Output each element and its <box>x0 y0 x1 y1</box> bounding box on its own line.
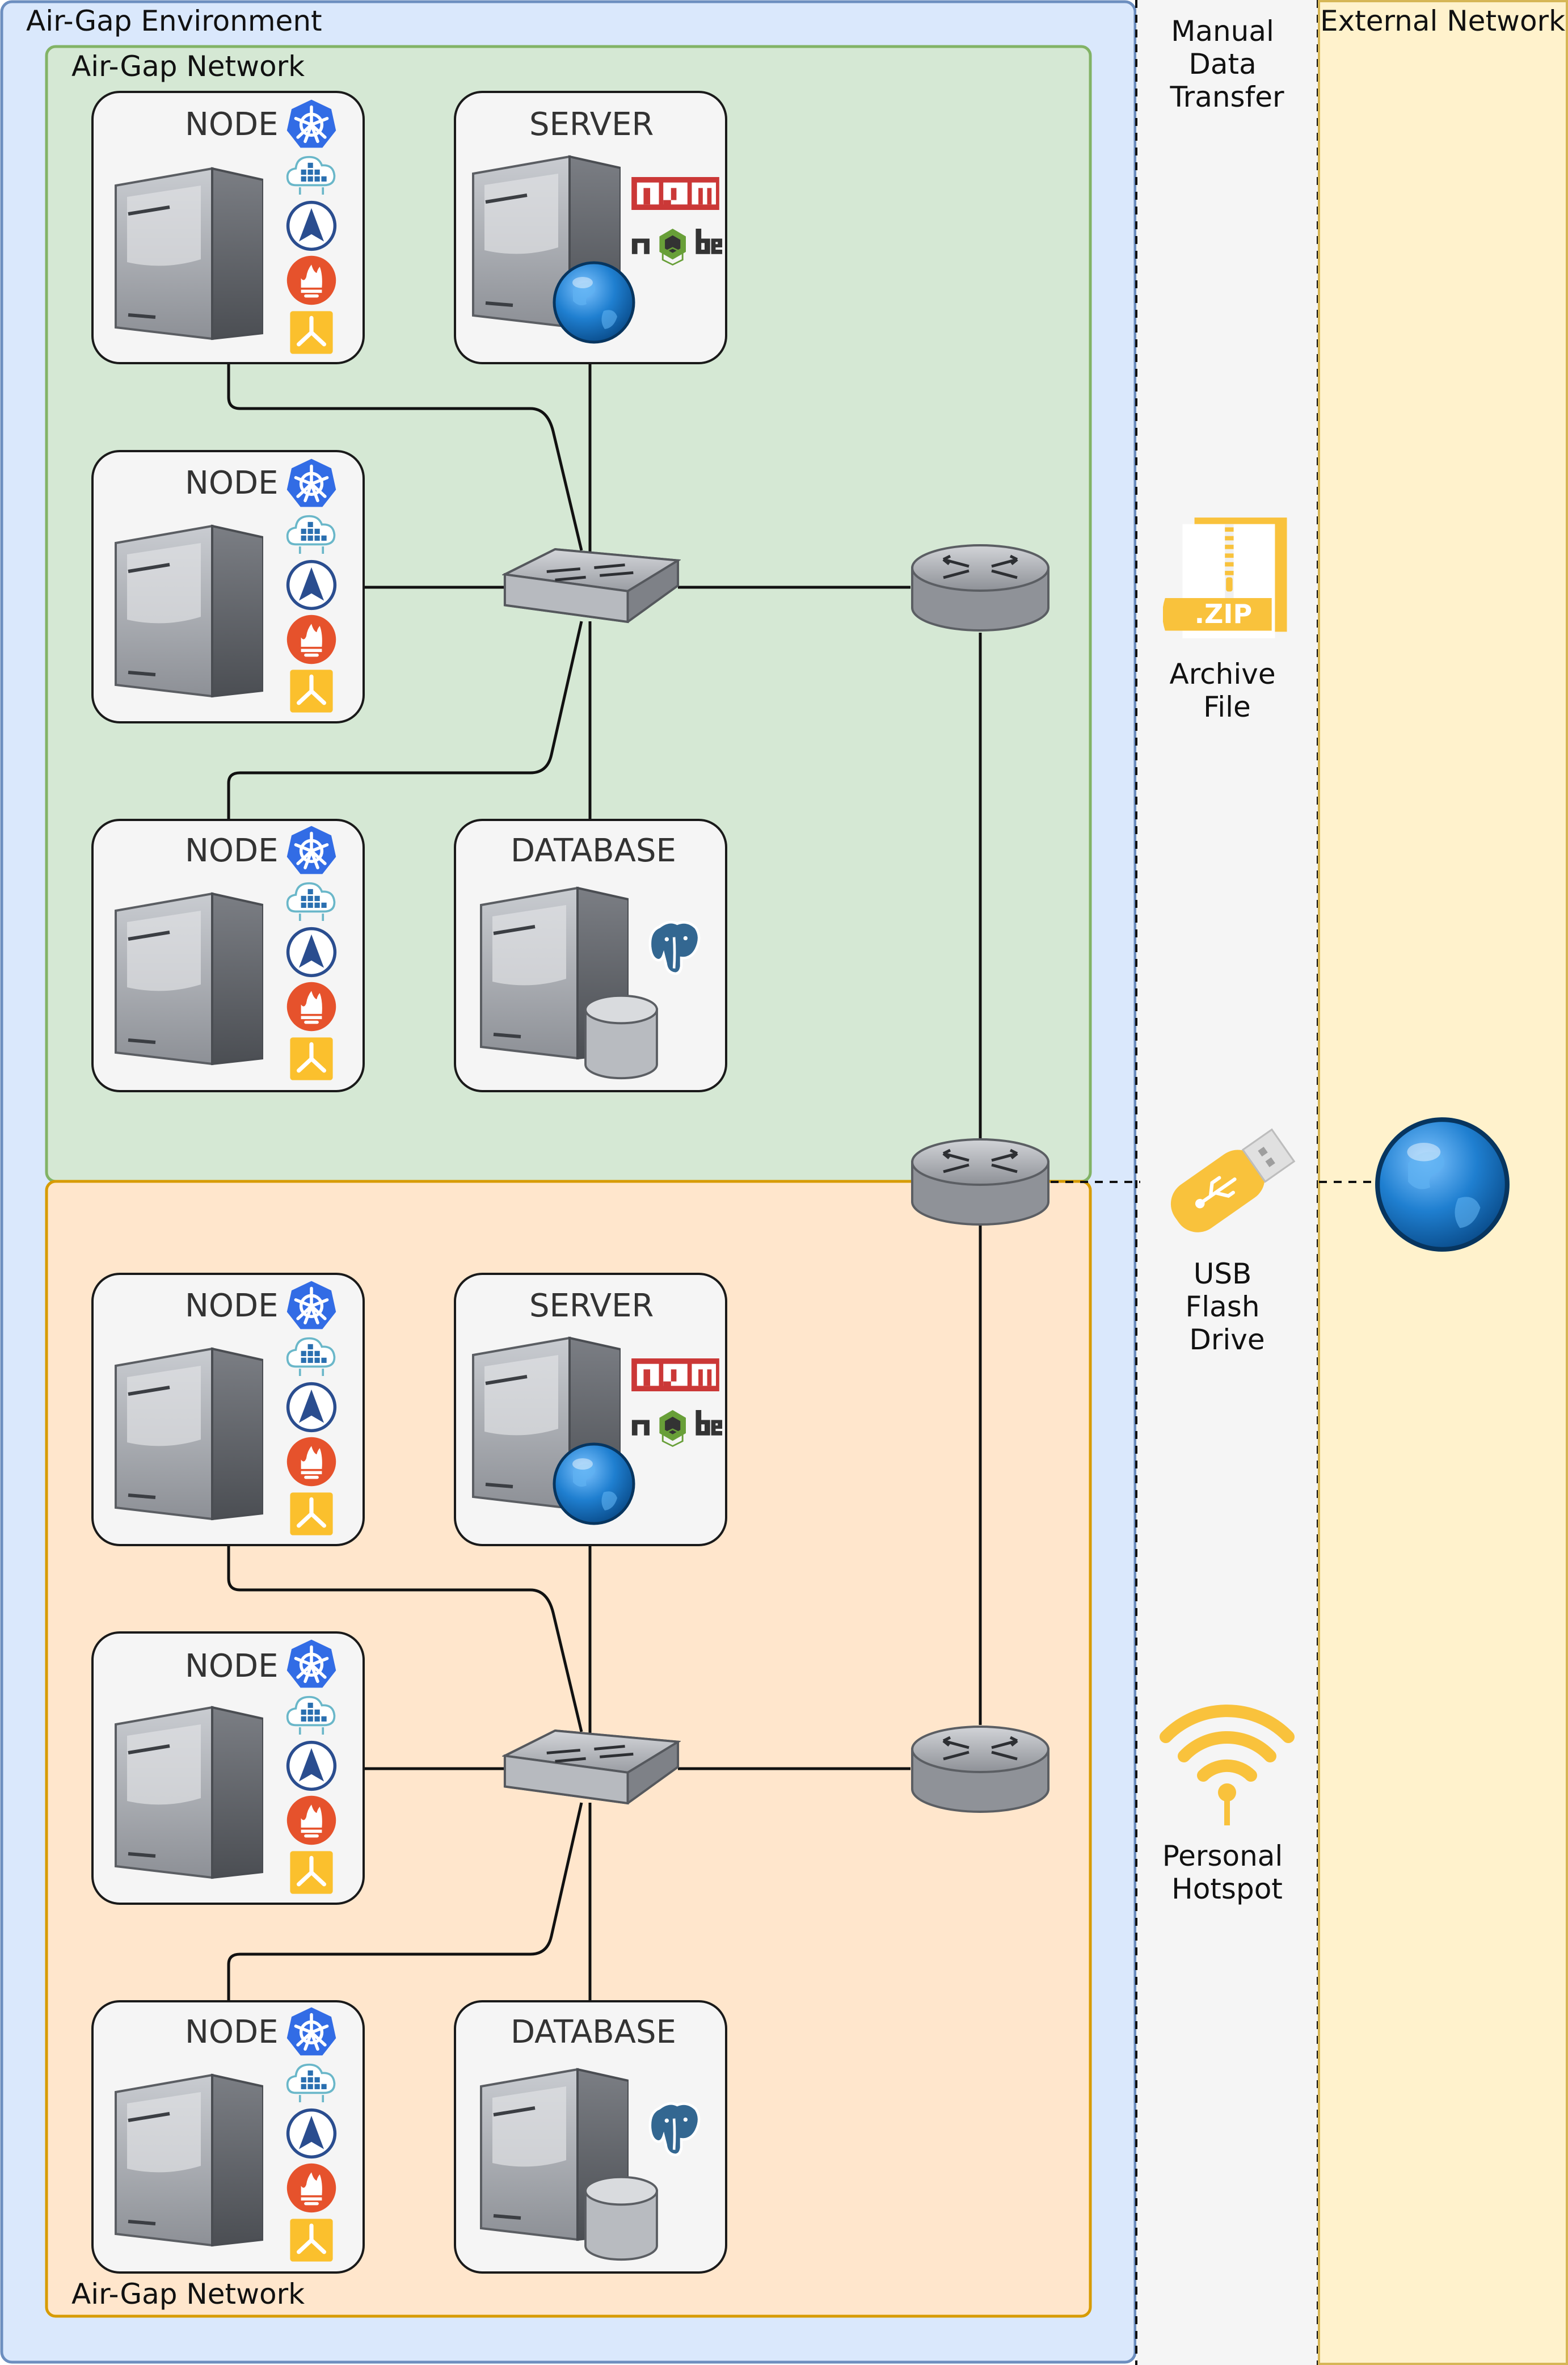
globe-icon <box>554 1444 634 1524</box>
server-title: SERVER <box>529 106 654 143</box>
gateway-router-icon[interactable] <box>912 1139 1048 1224</box>
manual-transfer-label: Manual Data Transfer <box>1169 15 1284 113</box>
bottom-network-label: Air-Gap Network <box>71 2278 305 2311</box>
node-box: NODE <box>91 819 365 1092</box>
server-tower-icon <box>116 1707 263 1878</box>
server-box: SERVER <box>454 91 727 364</box>
argo-icon <box>288 929 335 976</box>
hotspot-line-1: Personal <box>1162 1840 1283 1872</box>
npm-icon <box>631 1358 719 1391</box>
archive-line-1: Archive <box>1170 658 1276 691</box>
usb-line-3: Drive <box>1189 1323 1264 1356</box>
prometheus-icon <box>286 255 336 305</box>
node-box: NODE <box>91 2000 365 2274</box>
argo-icon <box>288 1384 335 1431</box>
router-icon[interactable] <box>912 545 1048 630</box>
bottom-network-links <box>227 1220 982 2001</box>
manual-transfer-line-3: Transfer <box>1169 81 1284 113</box>
top-network-links <box>227 363 982 1141</box>
archive-file-label: Archive File <box>1170 658 1285 723</box>
personal-hotspot-label: Personal Hotspot <box>1162 1840 1292 1905</box>
argo-icon <box>288 203 335 250</box>
node-title: NODE <box>185 1648 278 1685</box>
prometheus-icon <box>286 1795 336 1845</box>
server-tower-icon <box>116 894 263 1064</box>
server-tower-icon <box>116 526 263 696</box>
node-box: NODE <box>91 450 365 723</box>
database-title: DATABASE <box>511 2014 676 2051</box>
database-box: DATABASE <box>454 819 727 1092</box>
manual-transfer-line-2: Data <box>1188 48 1256 81</box>
top-network-label: Air-Gap Network <box>71 50 305 83</box>
prometheus-icon <box>286 2163 336 2213</box>
node-box: NODE <box>91 91 365 364</box>
node-box: NODE <box>91 1631 365 1905</box>
server-box: SERVER <box>454 1273 727 1546</box>
database-cylinder-icon <box>584 994 658 1080</box>
prometheus-icon <box>286 615 336 664</box>
node-title: NODE <box>185 106 278 143</box>
grafana-icon <box>290 1851 332 1893</box>
usb-line-1: USB <box>1194 1257 1252 1290</box>
hotspot-line-2: Hotspot <box>1171 1872 1283 1905</box>
argo-icon <box>288 1743 335 1790</box>
grafana-icon <box>290 670 332 712</box>
node-title: NODE <box>185 465 278 502</box>
manual-transfer-line-1: Manual <box>1171 15 1274 48</box>
archive-line-2: File <box>1203 691 1251 723</box>
internet-globe-icon[interactable] <box>1377 1120 1507 1249</box>
prometheus-icon <box>286 1437 336 1487</box>
grafana-icon <box>290 311 332 354</box>
node-title: NODE <box>185 2014 278 2051</box>
node-box: NODE <box>91 1273 365 1546</box>
database-cylinder-icon <box>584 2175 658 2261</box>
database-title: DATABASE <box>511 832 676 869</box>
argo-icon <box>288 562 335 609</box>
air-gap-environment-label: Air-Gap Environment <box>26 5 322 37</box>
prometheus-icon <box>286 982 336 1032</box>
npm-icon <box>631 177 719 210</box>
usb-line-2: Flash <box>1186 1290 1260 1323</box>
usb-flash-drive-label: USB Flash Drive <box>1186 1257 1269 1356</box>
grafana-icon <box>290 1037 332 1080</box>
globe-icon <box>554 263 634 342</box>
server-title: SERVER <box>529 1287 654 1324</box>
node-title: NODE <box>185 1287 278 1324</box>
router-icon[interactable] <box>912 1727 1048 1812</box>
grafana-icon <box>290 1492 332 1535</box>
server-tower-icon <box>116 2075 263 2245</box>
grafana-icon <box>290 2219 332 2261</box>
server-tower-icon <box>116 1349 263 1519</box>
database-box: DATABASE <box>454 2000 727 2274</box>
external-network-label: External Network <box>1320 5 1565 37</box>
server-tower-icon <box>116 169 263 339</box>
argo-icon <box>288 2110 335 2157</box>
node-title: NODE <box>185 832 278 869</box>
